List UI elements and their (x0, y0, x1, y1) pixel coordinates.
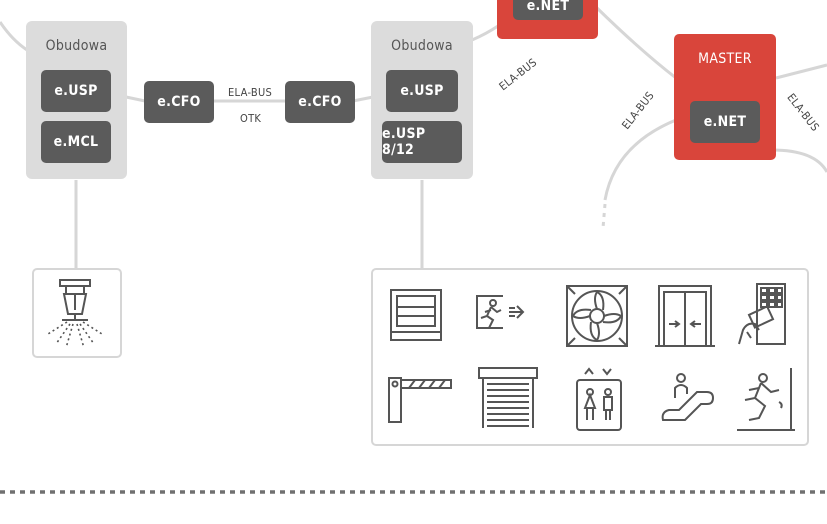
left-emcl-module[interactable]: e.MCL (41, 121, 111, 163)
master-title: MASTER (698, 51, 752, 67)
barrier-gate-icon (388, 377, 452, 423)
cfo-left-module[interactable]: e.CFO (144, 81, 214, 123)
escalator-icon (661, 373, 715, 421)
access-control-icon (738, 283, 786, 345)
emergency-exit-icon (476, 295, 525, 329)
roller-shutter-icon (478, 367, 538, 428)
left-enclosure-title: Obudowa (45, 38, 108, 54)
control-panel-icon (390, 289, 442, 341)
sprinkler-box (32, 268, 122, 358)
otk-link-label: OTK (240, 112, 262, 125)
top-enet-node: e.NET (497, 0, 598, 39)
right-enclosure-title: Obudowa (391, 38, 453, 54)
right-eusp812-module[interactable]: e.USP 8/12 (382, 121, 462, 163)
double-door-icon (655, 285, 715, 347)
cfo-right-module[interactable]: e.CFO (285, 81, 355, 123)
fan-icon (566, 285, 628, 347)
evacuation-door-icon (737, 368, 795, 431)
left-enclosure: Obudowa e.USP e.MCL (26, 21, 127, 179)
master-node: MASTER e.NET (674, 34, 776, 160)
sprinkler-icon (47, 279, 103, 349)
devices-box (371, 268, 809, 446)
left-eusp-module[interactable]: e.USP (41, 70, 111, 112)
ela-bus-link-label: ELA-BUS (228, 86, 273, 99)
right-enclosure: Obudowa e.USP e.USP 8/12 (371, 21, 473, 179)
top-enet-module[interactable]: e.NET (513, 0, 583, 20)
right-eusp-module[interactable]: e.USP (386, 70, 458, 112)
master-enet-module[interactable]: e.NET (690, 101, 760, 143)
elevator-icon (576, 367, 622, 431)
